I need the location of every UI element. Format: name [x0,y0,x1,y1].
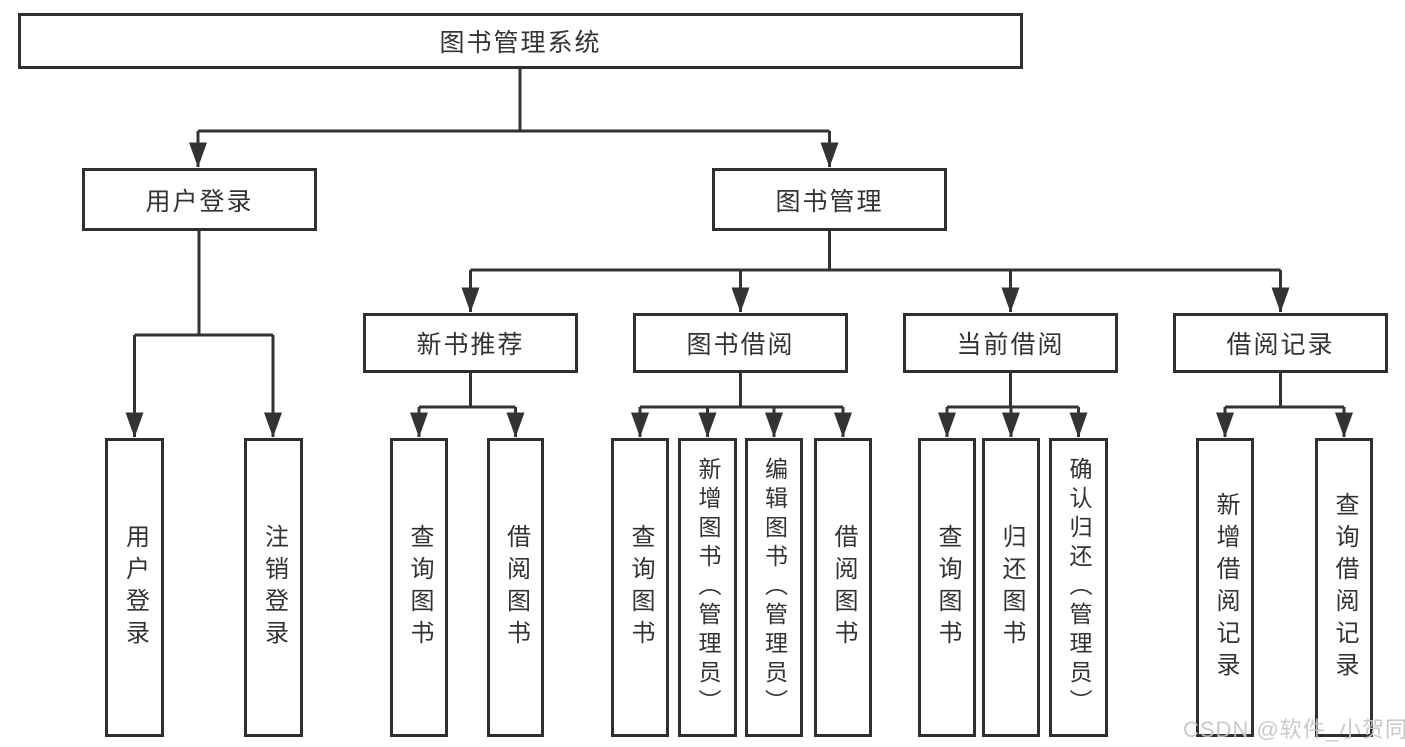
node-root: 图书管理系统 [18,13,1023,69]
leaf-current-return-book: 归还图书 [982,438,1040,737]
leaf-current-query-book: 查询图书 [918,438,976,737]
connector-current-borrow [938,373,1088,438]
node-book-management: 图书管理 [712,168,947,231]
leaf-borrow-edit-book-admin: 编辑图书（管理员） [745,438,803,737]
node-current-borrow: 当前借阅 [903,313,1118,373]
csdn-watermark: CSDN @软件_小贺同学 [1183,717,1405,742]
leaf-borrow-borrow-book: 借阅图书 [814,438,872,737]
connector-root [189,68,839,168]
leaf-user-login: 用户登录 [105,438,164,737]
connector-borrow-records [1216,373,1353,438]
leaf-records-query-record: 查询借阅记录 [1315,438,1373,737]
node-borrow-records: 借阅记录 [1173,313,1388,373]
leaf-logout: 注销登录 [244,438,303,737]
node-new-book-recommend: 新书推荐 [363,313,578,373]
leaf-borrow-query-book: 查询图书 [611,438,669,737]
connector-new-book-recommend [410,373,525,438]
connector-user-login [125,231,282,438]
leaf-records-add-record: 新增借阅记录 [1196,438,1254,737]
connector-book-borrow [631,373,852,438]
leaf-recommend-query-book: 查询图书 [390,438,448,737]
leaf-current-confirm-return-admin: 确认归还（管理员） [1049,438,1108,737]
node-book-borrow: 图书借阅 [633,313,848,373]
leaf-recommend-borrow-book: 借阅图书 [487,438,544,737]
connector-book-management [461,231,1290,313]
leaf-borrow-add-book-admin: 新增图书（管理员） [678,438,737,737]
node-user-login: 用户登录 [82,168,317,231]
